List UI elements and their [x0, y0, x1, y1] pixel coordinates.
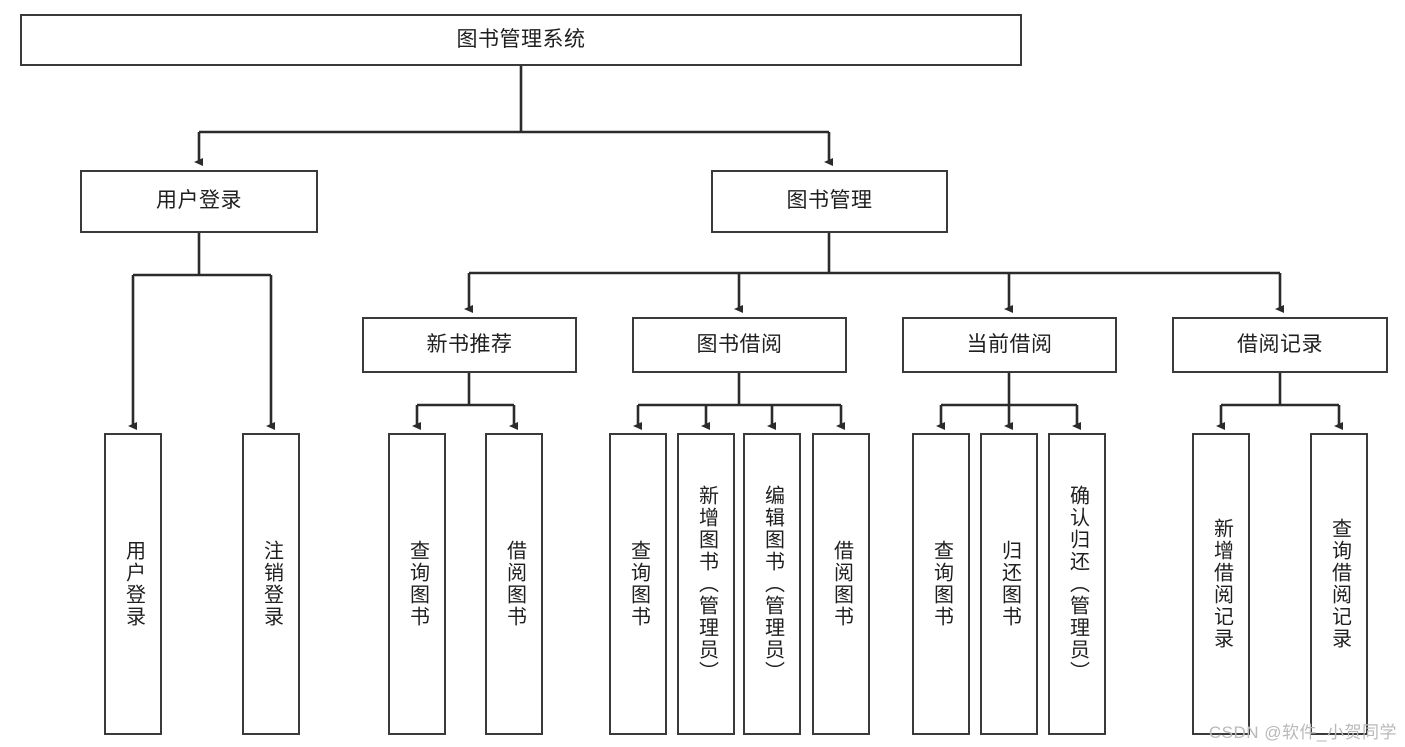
node-leaf-newbook-query-book-label: 查询图书: [406, 540, 429, 628]
node-borrow-records[interactable]: 借阅记录: [1172, 317, 1388, 373]
node-leaf-bookborrow-borrow-book[interactable]: 借阅图书: [812, 433, 870, 735]
node-leaf-currentborrow-return-book-label: 归还图书: [998, 540, 1021, 628]
node-leaf-user-login-label: 用户登录: [122, 540, 145, 628]
node-leaf-logout[interactable]: 注销登录: [242, 433, 300, 735]
node-leaf-newbook-query-book[interactable]: 查询图书: [388, 433, 446, 735]
node-borrow-records-label: 借阅记录: [1237, 332, 1323, 356]
node-leaf-currentborrow-return-book[interactable]: 归还图书: [980, 433, 1038, 735]
node-book-borrow[interactable]: 图书借阅: [632, 317, 847, 373]
node-leaf-logout-label: 注销登录: [260, 540, 283, 628]
node-current-borrow[interactable]: 当前借阅: [902, 317, 1117, 373]
node-leaf-currentborrow-query-book[interactable]: 查询图书: [912, 433, 970, 735]
node-leaf-bookborrow-query-book-label: 查询图书: [627, 540, 650, 628]
node-user-login-label: 用户登录: [156, 189, 242, 213]
node-new-book-recommend-label: 新书推荐: [426, 332, 513, 356]
node-leaf-bookborrow-query-book[interactable]: 查询图书: [609, 433, 667, 735]
node-leaf-bookborrow-add-book[interactable]: 新增图书（管理员）: [677, 433, 735, 735]
node-leaf-records-add-record-label: 新增借阅记录: [1210, 518, 1233, 650]
node-current-borrow-label: 当前借阅: [966, 332, 1053, 356]
watermark-text: CSDN @软件_小贺同学: [1208, 723, 1397, 742]
node-leaf-currentborrow-confirm-return-label: 确认归还（管理员）: [1066, 485, 1089, 683]
node-leaf-newbook-borrow-book-label: 借阅图书: [503, 540, 526, 628]
node-leaf-bookborrow-add-book-label: 新增图书（管理员）: [695, 485, 718, 683]
node-leaf-records-query-record[interactable]: 查询借阅记录: [1310, 433, 1368, 735]
node-leaf-bookborrow-edit-book-label: 编辑图书（管理员）: [761, 485, 784, 683]
node-book-manage-label: 图书管理: [786, 189, 873, 213]
node-leaf-records-query-record-label: 查询借阅记录: [1328, 518, 1351, 650]
node-leaf-bookborrow-edit-book[interactable]: 编辑图书（管理员）: [743, 433, 801, 735]
node-book-manage[interactable]: 图书管理: [711, 170, 948, 233]
node-leaf-user-login[interactable]: 用户登录: [104, 433, 162, 735]
node-root-label: 图书管理系统: [456, 27, 586, 51]
node-leaf-records-add-record[interactable]: 新增借阅记录: [1192, 433, 1250, 735]
node-leaf-currentborrow-confirm-return[interactable]: 确认归还（管理员）: [1048, 433, 1106, 735]
node-root[interactable]: 图书管理系统: [20, 14, 1022, 66]
node-book-borrow-label: 图书借阅: [696, 332, 783, 356]
node-new-book-recommend[interactable]: 新书推荐: [362, 317, 577, 373]
node-user-login[interactable]: 用户登录: [80, 170, 318, 233]
node-leaf-currentborrow-query-book-label: 查询图书: [930, 540, 953, 628]
node-leaf-bookborrow-borrow-book-label: 借阅图书: [830, 540, 853, 628]
node-leaf-newbook-borrow-book[interactable]: 借阅图书: [485, 433, 543, 735]
